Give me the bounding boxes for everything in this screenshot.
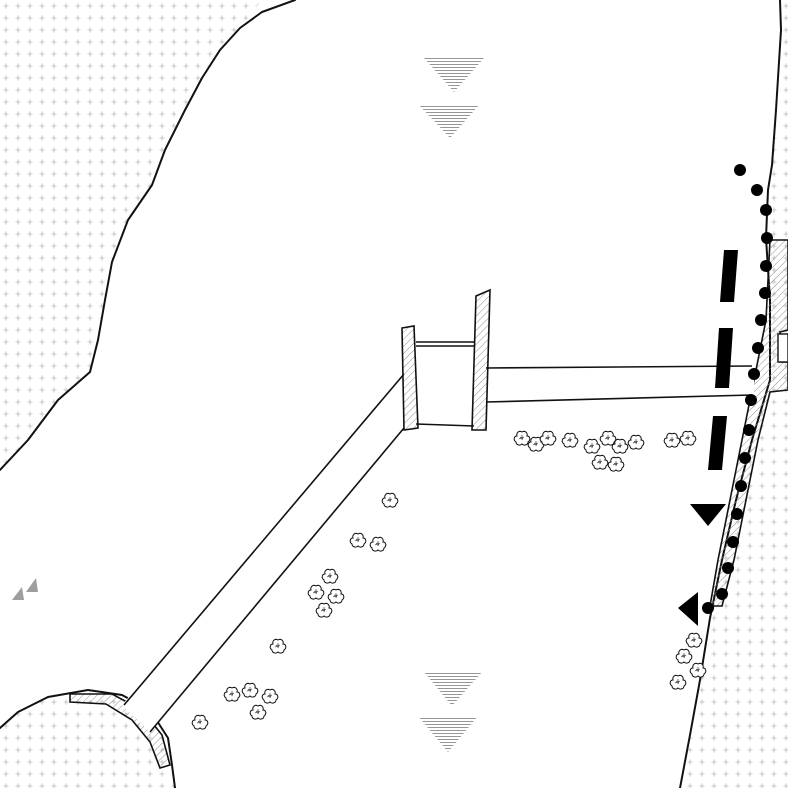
pier-left <box>401 325 419 431</box>
bank-notch <box>777 333 788 363</box>
dotted-path <box>702 164 773 614</box>
arrow-down <box>690 504 726 526</box>
bottom-left-shoreline <box>0 689 176 788</box>
arrow-left <box>678 592 698 626</box>
diagonal-walkway <box>122 370 404 732</box>
water-level-symbol-top <box>418 58 484 138</box>
grey-flow-arrows <box>12 578 38 600</box>
gate-bottom-rail <box>415 423 475 427</box>
water-level-symbol-bottom <box>418 672 482 752</box>
walkway-edge-top <box>485 365 753 369</box>
walkway-edge-lower <box>149 427 405 733</box>
walkway-edge-bottom <box>485 394 753 403</box>
hatched-bank-strip <box>709 239 788 607</box>
pier-right <box>471 288 491 431</box>
walkway-edge-upper <box>123 373 405 706</box>
dashed-route <box>708 250 738 470</box>
left-shoreline <box>0 0 296 471</box>
